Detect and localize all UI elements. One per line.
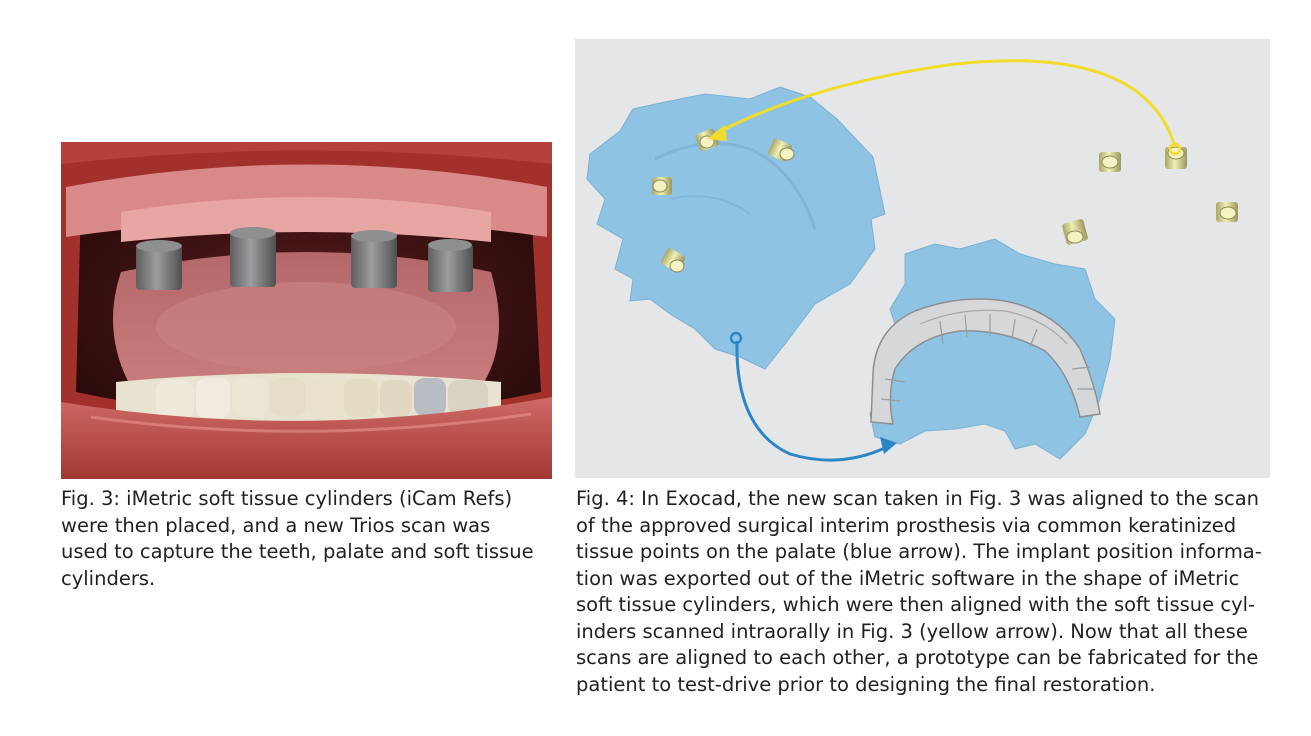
yellow-arrow [707,59,1182,156]
prosthesis [870,298,1101,425]
fig3-intraoral-photo [61,142,552,479]
fig3-caption: Fig. 3: iMetric soft tissue cylinders (i… [61,486,534,592]
fig4-caption-line: inders scanned intraorally in Fig. 3 (ye… [576,619,1248,643]
fig3-caption-line: Fig. 3: iMetric soft tissue cylinders (i… [61,487,513,510]
fig4-caption-line: patient to test-drive prior to designing… [576,672,1156,696]
fig4-caption-line: tion was exported out of the iMetric sof… [576,566,1240,590]
fig4-caption-line: tissue points on the palate (blue arrow)… [576,540,1262,563]
fig4-caption-line: of the approved surgical interim prosthe… [576,513,1237,537]
fig3-caption-line: used to capture the teeth, palate and so… [61,540,534,563]
implant-cylinders [136,227,473,292]
lower-teeth [116,373,501,422]
exported-cylinders [1062,146,1238,245]
fig4-caption: Fig. 4: In Exocad, the new scan taken in… [576,486,1266,698]
fig4-caption-line: Fig. 4: In Exocad, the new scan taken in… [576,487,1260,510]
fig4-caption-line: scans are aligned to each other, a proto… [576,646,1259,669]
fig3-caption-line: cylinders. [61,566,156,590]
fig4-caption-line: soft tissue cylinders, which were then a… [576,593,1256,616]
fig3-caption-line: were then placed, and a new Trios scan w… [61,513,491,537]
fig4-render-illustration [575,39,1270,478]
blue-arrow [729,331,897,462]
fig3-photo-illustration [61,142,552,479]
fig4-exocad-render [575,39,1270,478]
